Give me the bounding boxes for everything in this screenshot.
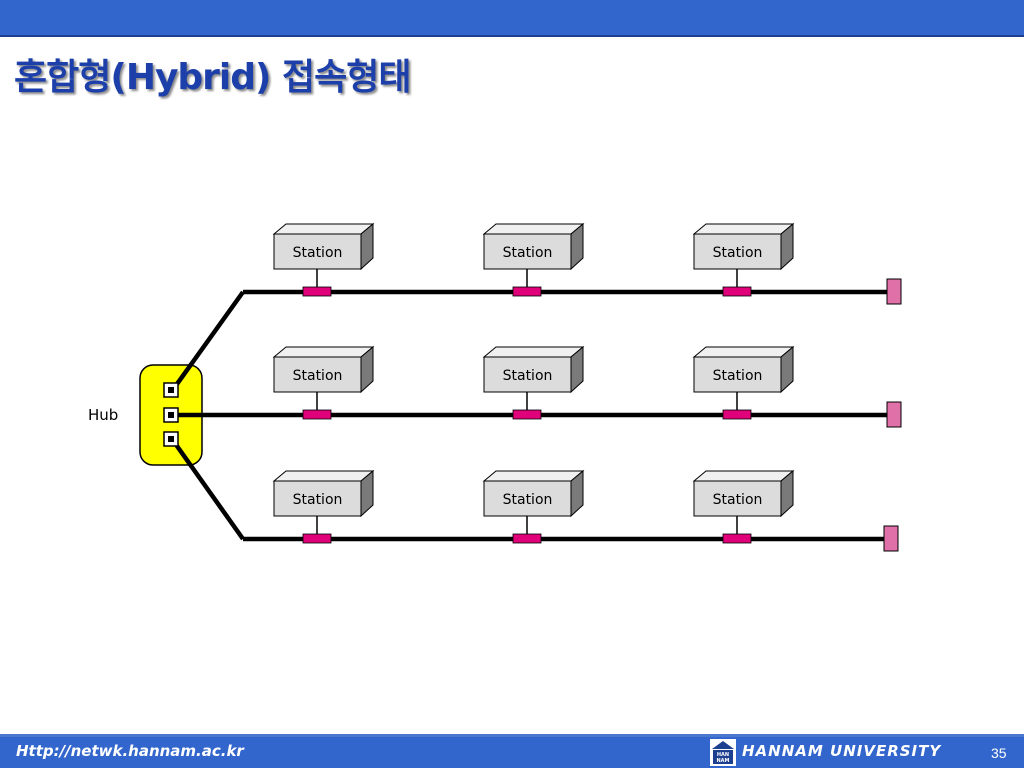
station-label: Station: [713, 245, 763, 261]
university-logo-icon: HAN NAM: [710, 739, 736, 766]
hub-label: Hub: [88, 406, 118, 424]
station-r3-c2: Station: [482, 469, 585, 544]
svg-text:NAM: NAM: [716, 758, 729, 764]
station-label: Station: [713, 368, 763, 384]
hub-port-3: [163, 431, 179, 447]
station-r2-c1: Station: [272, 345, 375, 420]
hub-link-1: [170, 290, 245, 393]
station-label: Station: [293, 245, 343, 261]
footer-bar: Http://netwk.hannam.ac.kr HAN NAM HANNAM…: [0, 737, 1024, 768]
station-r2-c3: Station: [692, 345, 795, 420]
hub-port-1: [163, 382, 179, 398]
terminator-3: [883, 525, 899, 552]
station-label: Station: [293, 492, 343, 508]
slide-title: 혼합형(Hybrid) 접속형태: [14, 57, 412, 98]
terminator-2: [886, 401, 902, 428]
page-number: 35: [991, 745, 1007, 761]
station-label: Station: [293, 368, 343, 384]
svg-text:HAN: HAN: [717, 752, 729, 758]
footer-divider: [0, 734, 1024, 737]
station-r2-c2: Station: [482, 345, 585, 420]
station-r3-c1: Station: [272, 469, 375, 544]
university-name: HANNAM UNIVERSITY: [742, 742, 942, 760]
station-r1-c1: Station: [272, 222, 375, 297]
station-r1-c2: Station: [482, 222, 585, 297]
station-r1-c3: Station: [692, 222, 795, 297]
header-bar: [0, 0, 1024, 37]
station-label: Station: [503, 492, 553, 508]
hub-link-3: [170, 437, 245, 541]
terminator-1: [886, 278, 902, 305]
footer-url: Http://netwk.hannam.ac.kr: [16, 742, 244, 760]
station-label: Station: [503, 368, 553, 384]
station-label: Station: [713, 492, 763, 508]
hub-port-2: [163, 407, 179, 423]
station-label: Station: [503, 245, 553, 261]
station-r3-c3: Station: [692, 469, 795, 544]
